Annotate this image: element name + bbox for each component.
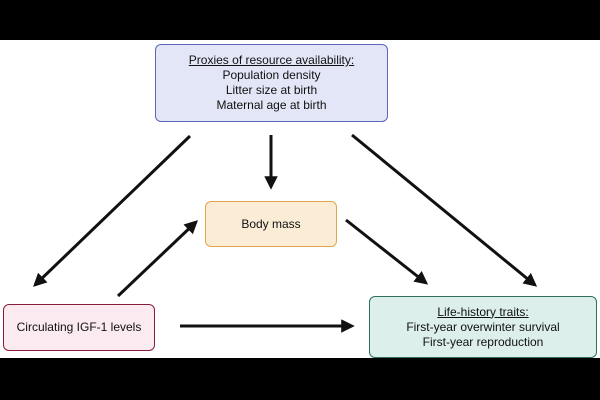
arrow-igf-to-bodymass xyxy=(116,220,198,298)
resources-item-population: Population density xyxy=(222,68,321,82)
resources-item-maternal-age: Maternal age at birth xyxy=(216,98,327,112)
body-mass-box: Body mass xyxy=(205,201,337,247)
arrow-resources-to-traits xyxy=(351,133,538,287)
body-mass-label: Body mass xyxy=(241,216,301,231)
arrows-layer xyxy=(33,133,538,333)
resources-title: Proxies of resource availability: xyxy=(188,53,355,67)
arrow-resources-to-igf xyxy=(33,134,192,287)
resources-item-litter: Litter size at birth xyxy=(225,83,318,97)
traits-item-survival: First-year overwinter survival xyxy=(406,319,560,334)
igf-box: Circulating IGF-1 levels xyxy=(3,304,155,351)
traits-box: Life-history traits: First-year overwint… xyxy=(369,296,597,358)
traits-item-reproduction: First-year reproduction xyxy=(422,334,544,349)
resources-box: Proxies of resource availability: Popula… xyxy=(155,44,388,122)
diagram-canvas: Proxies of resource availability: Popula… xyxy=(0,40,600,358)
igf-label: Circulating IGF-1 levels xyxy=(16,320,142,334)
traits-title: Life-history traits: xyxy=(437,304,529,319)
arrow-bodymass-to-traits xyxy=(345,218,429,285)
